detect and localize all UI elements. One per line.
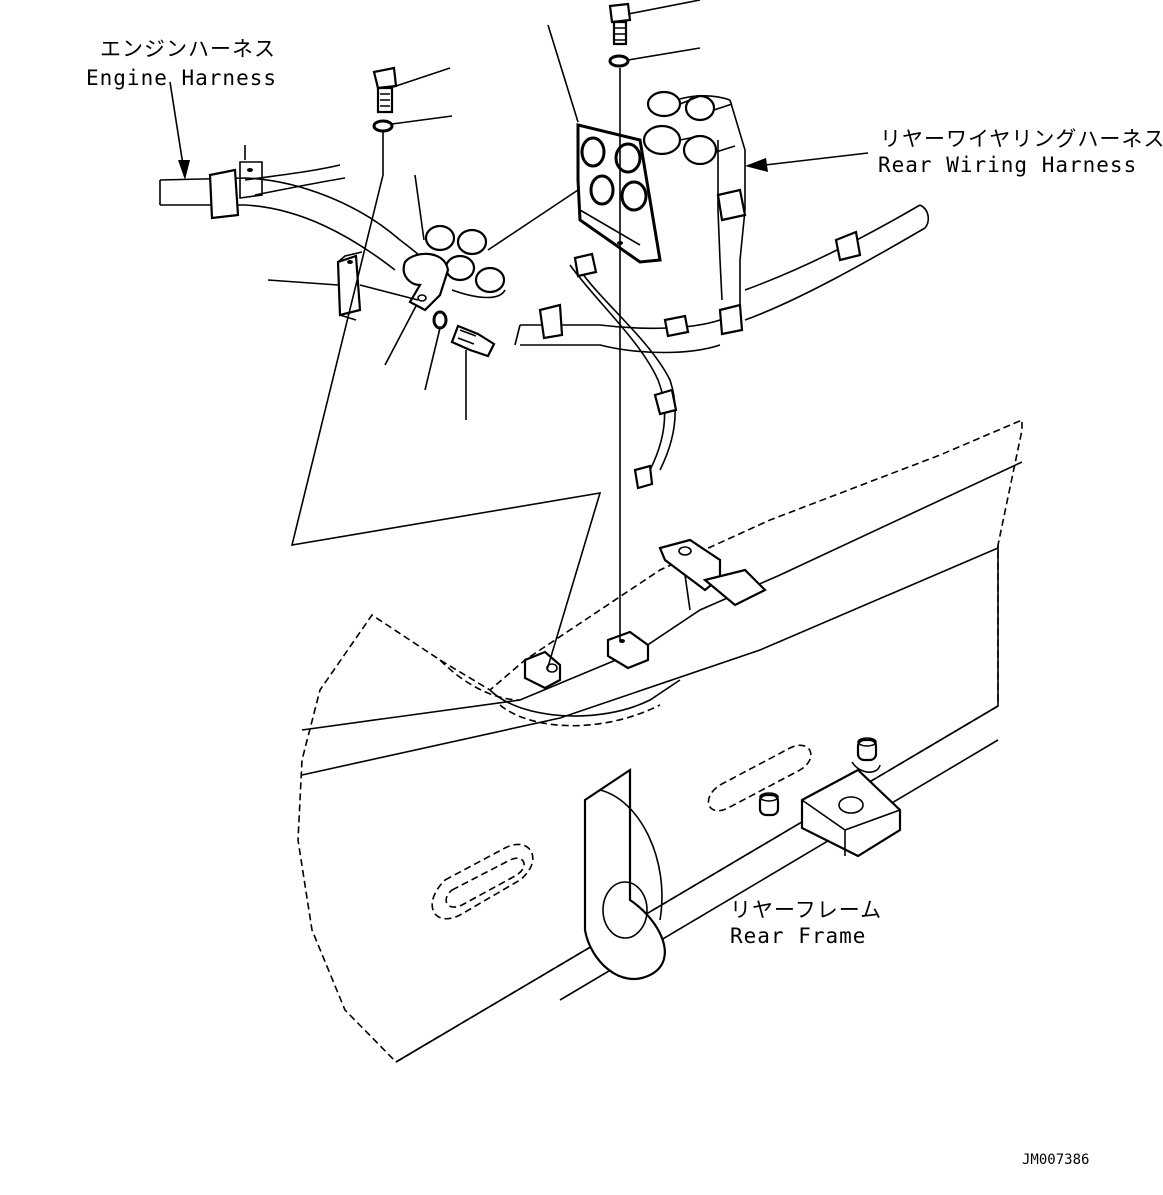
engine-harness	[159, 145, 441, 271]
bolt-center	[450, 324, 496, 358]
washer-upper-right	[608, 54, 630, 68]
frame-clip-left	[523, 650, 562, 690]
harness-clamp	[402, 252, 450, 312]
frame-clip-boss	[606, 630, 650, 670]
support-bracket	[336, 251, 363, 321]
engine-harness-label-en: Engine Harness	[86, 66, 277, 90]
towing-lug	[583, 767, 666, 981]
bolt-upper-right	[608, 2, 632, 46]
rear-wiring-harness-label-jp: リヤーワイヤリングハーネス	[880, 127, 1163, 151]
rear-wiring-harness-label-en: Rear Wiring Harness	[878, 153, 1137, 177]
connector-bracket-plate	[576, 123, 662, 264]
engine-harness-label-jp: エンジンハーネス	[100, 37, 276, 61]
frame-slot-left	[431, 843, 534, 920]
rear-harness-arrow	[745, 152, 869, 172]
rear-frame-label-en: Rear Frame	[730, 924, 866, 948]
frame-mount-right	[658, 538, 767, 611]
leader-lines	[267, 0, 701, 671]
rear-harness-connectors	[642, 90, 736, 166]
rear-frame-label-jp: リヤーフレーム	[730, 898, 882, 922]
engine-harness-connectors	[424, 224, 506, 299]
frame-bushing-2	[851, 737, 881, 773]
washer-center	[432, 310, 448, 330]
rear-wiring-harness	[514, 95, 930, 490]
frame-slot-right	[707, 744, 812, 812]
frame-block	[800, 768, 902, 858]
drawing-code: JM007386	[1022, 1152, 1089, 1168]
bolt-upper-left	[372, 66, 398, 114]
washer-upper-left	[372, 119, 394, 133]
engine-harness-arrow	[169, 81, 190, 180]
frame-bushing-1	[758, 792, 780, 817]
